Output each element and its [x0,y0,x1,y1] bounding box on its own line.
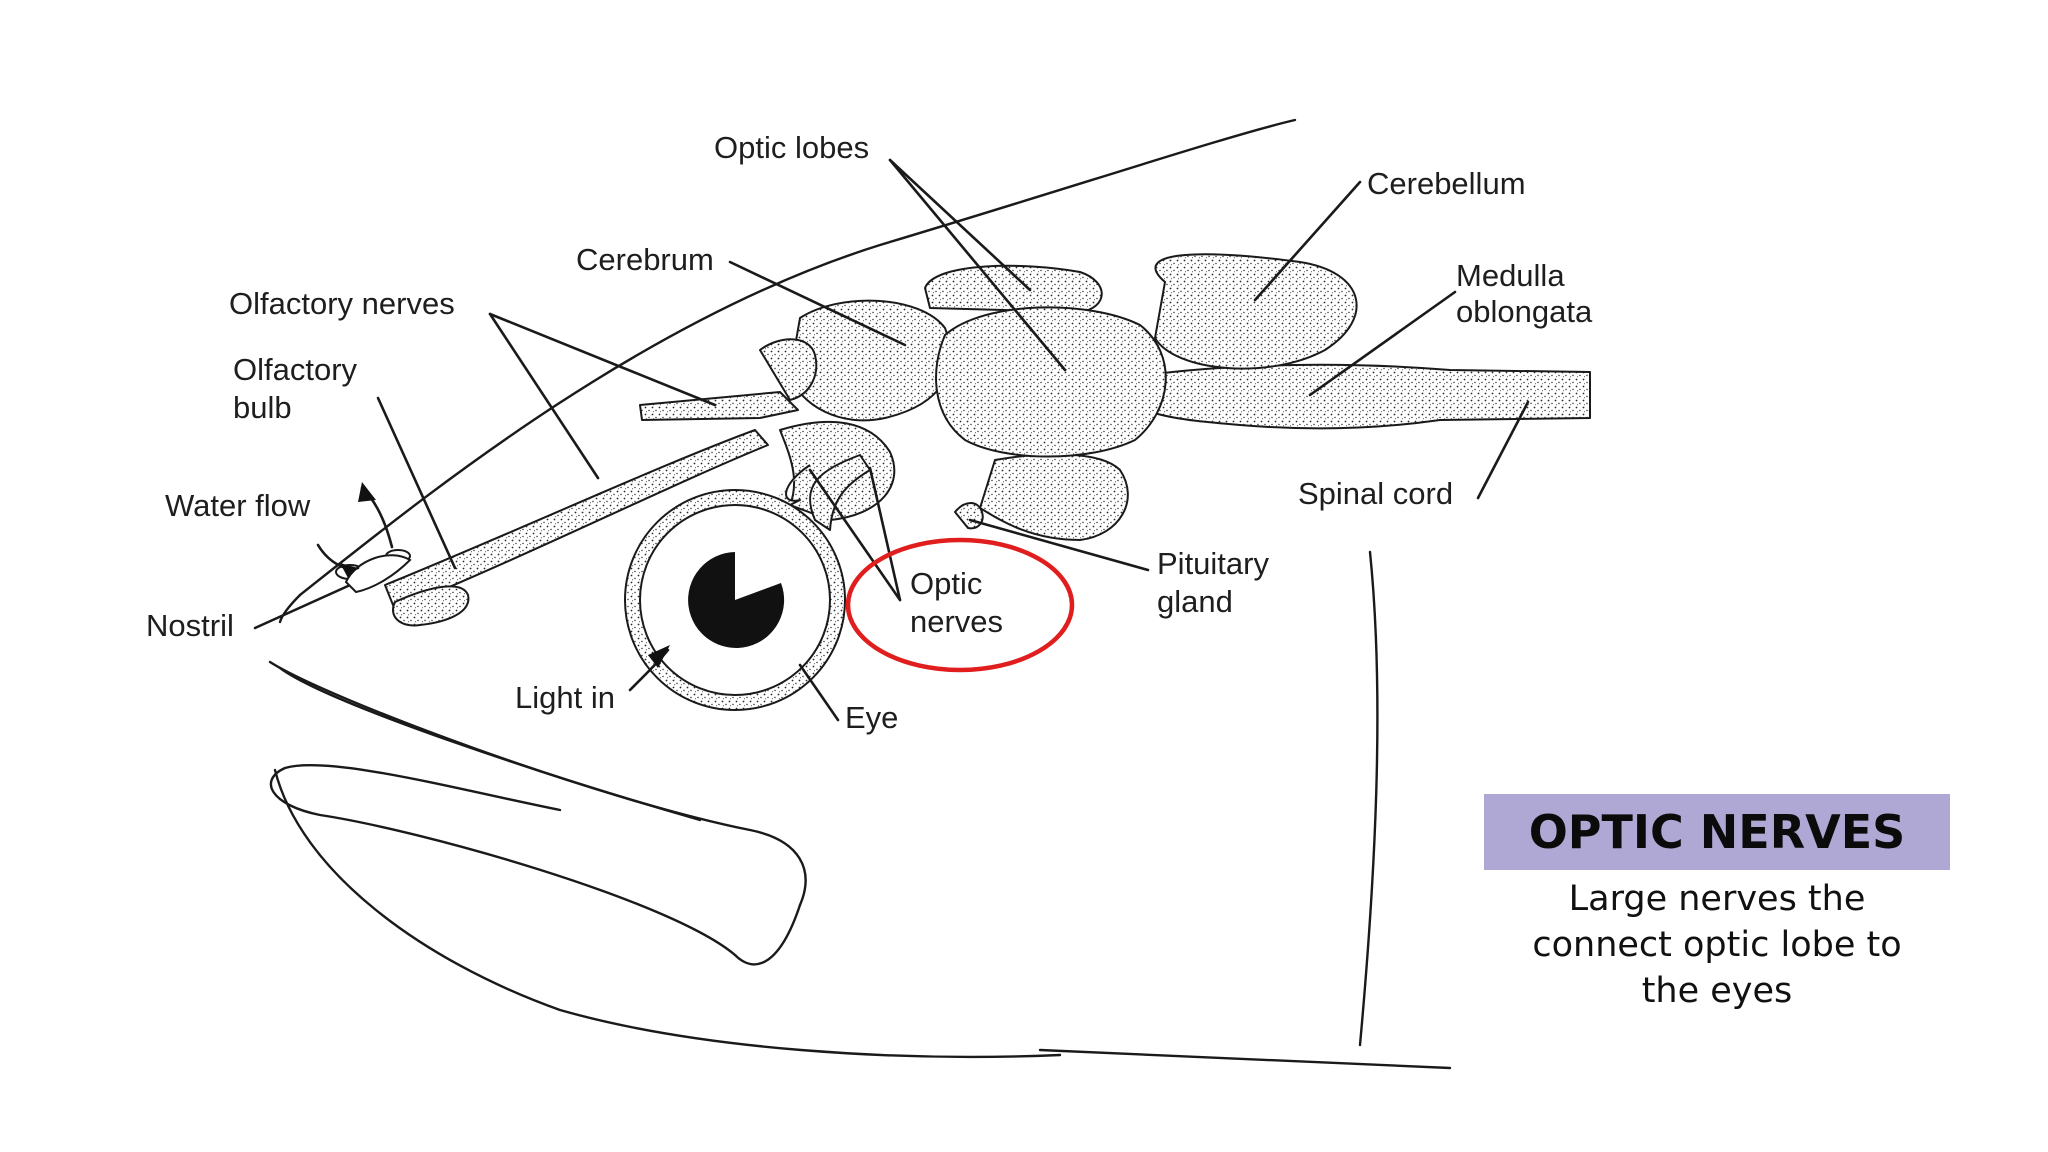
label-olfactory-bulb-line2: bulb [233,390,292,425]
label-optic-nerves-line2: nerves [910,604,1003,639]
label-olfactory-bulb-line1: Olfactory [233,352,358,387]
light-in-arrowhead [648,645,670,668]
label-pituitary-line2: gland [1157,584,1233,619]
label-nostril: Nostril [146,608,234,643]
info-description: Large nerves the connect optic lobe to t… [1532,879,1902,1011]
label-spinal-cord: Spinal cord [1298,476,1453,511]
label-medulla-line2: oblongata [1456,294,1593,329]
label-eye: Eye [845,700,898,735]
water-out-arrowhead [358,482,376,502]
label-olfactory-nerves: Olfactory nerves [229,286,455,321]
label-light-in: Light in [515,680,615,715]
optic-nerves-highlight-ring [845,537,1075,673]
fish-head-outline [268,118,1452,1070]
label-water-flow: Water flow [165,488,311,523]
label-optic-lobes: Optic lobes [714,130,869,165]
info-title: OPTIC NERVES [1484,794,1950,870]
leader-lines [253,158,1530,722]
flow-arrows [316,482,670,692]
water-in-arrowhead [340,563,358,578]
label-cerebellum: Cerebellum [1367,166,1526,201]
label-cerebrum: Cerebrum [576,242,714,277]
label-medulla-line1: Medulla [1456,258,1565,293]
label-optic-nerves-line1: Optic [910,566,982,601]
brain-structure [335,253,1591,711]
label-pituitary-line1: Pituitary [1157,546,1269,581]
